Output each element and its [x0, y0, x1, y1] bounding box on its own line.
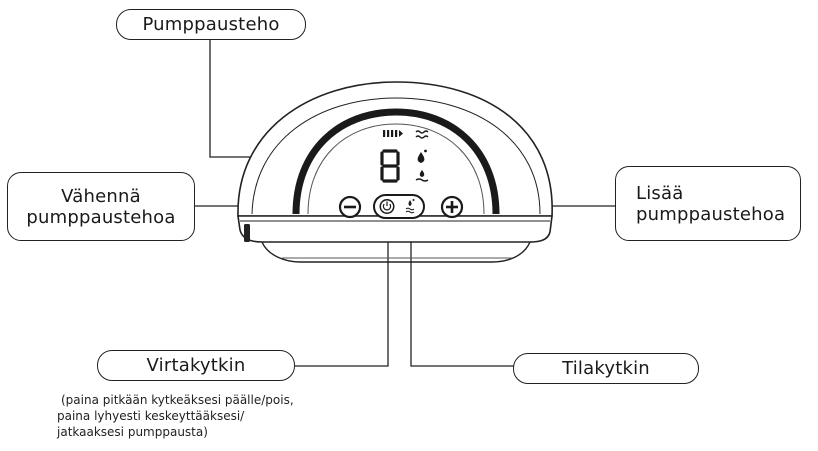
drop-icon — [417, 152, 425, 163]
power-note-line1: (paina pitkään kytkeäksesi päälle/pois, — [61, 393, 294, 407]
callout-increase-line1: Lisää — [636, 182, 684, 204]
mode-icon — [408, 200, 412, 206]
callout-increase: Lisää pumppaustehoa — [615, 166, 801, 241]
drop-dot — [424, 149, 427, 153]
display-digit — [380, 149, 400, 183]
screen-inner-edge — [307, 123, 485, 215]
callout-decrease: Vähennä pumppaustehoa — [7, 172, 195, 241]
minus-button[interactable] — [338, 195, 362, 219]
leader-line-mode — [410, 218, 515, 367]
callout-pump-strength: Pumppausteho — [116, 9, 306, 40]
callout-decrease-line2: pumppaustehoa — [26, 206, 176, 228]
waves-icon — [415, 130, 429, 139]
callout-pump-strength-text: Pumppausteho — [142, 14, 280, 35]
screen-frame — [292, 108, 500, 215]
callout-increase-line2: pumppaustehoa — [636, 203, 786, 225]
callout-mode-switch: Tilakytkin — [513, 353, 699, 384]
callout-decrease-line1: Vähennä — [61, 185, 141, 207]
base-band — [237, 215, 553, 243]
side-port — [244, 224, 250, 242]
callout-mode-switch-text: Tilakytkin — [562, 358, 650, 379]
power-button[interactable] — [379, 199, 395, 214]
mode-button[interactable] — [405, 199, 415, 214]
callout-power-switch-text: Virtakytkin — [146, 355, 246, 376]
power-note-line2: paina lyhyesti keskeyttääksesi/ — [57, 409, 245, 423]
base-bottom — [261, 241, 531, 263]
signal-bars-icon — [383, 130, 403, 137]
water-icon — [415, 170, 429, 182]
callout-power-switch: Virtakytkin — [97, 350, 295, 381]
outer-dome-inner-edge — [251, 97, 541, 215]
plus-button[interactable] — [440, 195, 464, 219]
power-note-line3: jatkaaksesi pumppausta) — [57, 425, 208, 439]
power-icon — [381, 200, 393, 213]
leader-line-power — [294, 218, 389, 367]
power-switch-note: (paina pitkään kytkeäksesi päälle/pois, … — [57, 392, 357, 440]
